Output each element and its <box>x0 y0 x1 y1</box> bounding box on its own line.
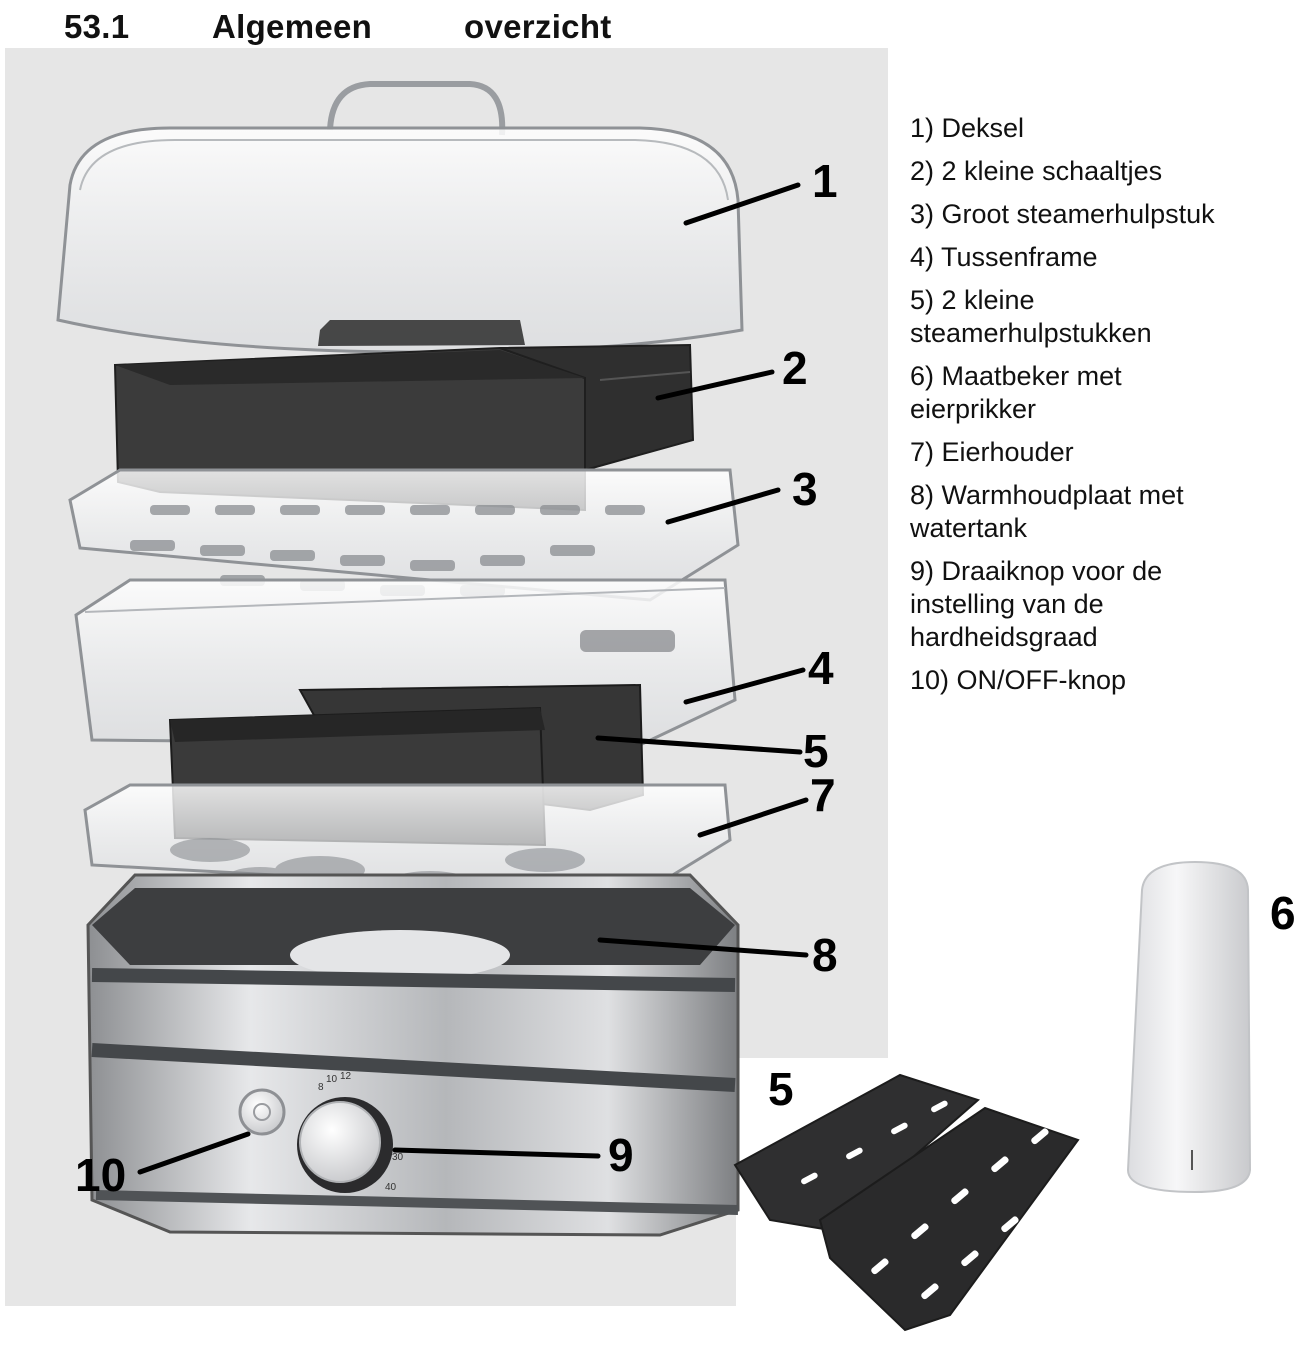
callout-1: 1 <box>812 155 838 207</box>
callout-6: 6 <box>1270 887 1296 939</box>
legend-item-3: 3) Groot steamerhulpstuk <box>910 199 1215 229</box>
legend-item-7: 7) Eierhouder <box>910 437 1074 467</box>
legend-item-2: 2) 2 kleine schaaltjes <box>910 156 1163 186</box>
heading-word-1: Algemeen <box>212 8 373 45</box>
callout-3: 3 <box>792 463 818 515</box>
callout-9: 9 <box>608 1129 634 1181</box>
callout-4: 4 <box>808 642 834 694</box>
legend-item-10: 10) ON/OFF-knop <box>910 665 1127 695</box>
callout-8: 8 <box>812 929 838 981</box>
on-off-button <box>238 1088 286 1136</box>
dial-mark-12: 12 <box>340 1071 352 1082</box>
dial-mark-10: 10 <box>326 1074 338 1085</box>
parts-legend: 1) Deksel 2) 2 kleine schaaltjes 3) Groo… <box>910 112 1290 707</box>
hardness-dial: 8 10 12 30 40 <box>297 1071 404 1193</box>
base-unit <box>86 873 740 1237</box>
callout-2: 2 <box>782 342 808 394</box>
measuring-cup <box>1126 860 1252 1194</box>
dial-mark-40: 40 <box>385 1182 397 1193</box>
legend-item-9: 9) Draaiknop voor de instelling van de h… <box>910 556 1163 652</box>
callout-7: 7 <box>810 769 836 821</box>
callout-lines <box>137 182 809 1175</box>
callout-5: 5 <box>803 725 829 777</box>
legend-item-8: 8) Warmhoudplaat met watertank <box>910 480 1184 543</box>
dial-mark-30: 30 <box>392 1152 404 1163</box>
heading-word-2: overzicht <box>464 8 612 45</box>
small-steamer-inserts-detail <box>733 1073 1080 1332</box>
egg-cooker-exploded-view: 8 10 12 30 40 <box>5 48 1252 1332</box>
legend-item-4: 4) Tussenframe <box>910 242 1098 272</box>
lid <box>56 81 744 354</box>
legend-item-1: 1) Deksel <box>910 113 1025 143</box>
section-number: 53.1 <box>64 8 130 45</box>
legend-item-5: 5) 2 kleine steamerhulpstukken <box>910 285 1152 348</box>
dial-mark-8: 8 <box>318 1082 324 1093</box>
callout-5-detail: 5 <box>768 1063 794 1115</box>
legend-item-6: 6) Maatbeker met eierprikker <box>910 361 1122 424</box>
callout-10: 10 <box>75 1149 127 1201</box>
